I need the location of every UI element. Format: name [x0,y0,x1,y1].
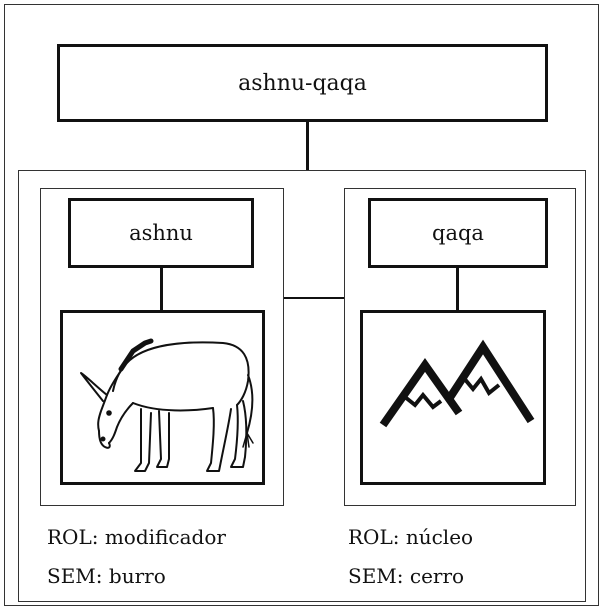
left-sem-value: burro [108,564,166,588]
left-sem-text: SEM: burro [47,564,166,588]
left-role-key: ROL: [47,525,99,549]
right-word-label: qaqa [432,221,484,245]
right-sem-key: SEM: [348,564,404,588]
mountains-image-box [360,310,546,485]
mountains-icon [379,339,535,428]
connector-left [160,268,163,310]
left-role-value: modificador [104,525,226,549]
donkey-icon [80,338,254,472]
compound-word-box: ashnu-qaqa [57,44,548,122]
left-word-box: ashnu [68,198,254,268]
connector-top [306,122,309,170]
left-word-label: ashnu [129,221,193,245]
compound-word-label: ashnu-qaqa [238,70,367,96]
donkey-image-box [60,310,265,485]
right-word-box: qaqa [368,198,548,268]
right-role-text: ROL: núcleo [348,525,473,549]
left-sem-key: SEM: [47,564,103,588]
right-sem-text: SEM: cerro [348,564,464,588]
right-role-value: núcleo [405,525,474,549]
right-sem-value: cerro [409,564,465,588]
left-role-text: ROL: modificador [47,525,226,549]
connector-middle [284,297,344,299]
right-role-key: ROL: [348,525,400,549]
connector-right [456,268,459,310]
